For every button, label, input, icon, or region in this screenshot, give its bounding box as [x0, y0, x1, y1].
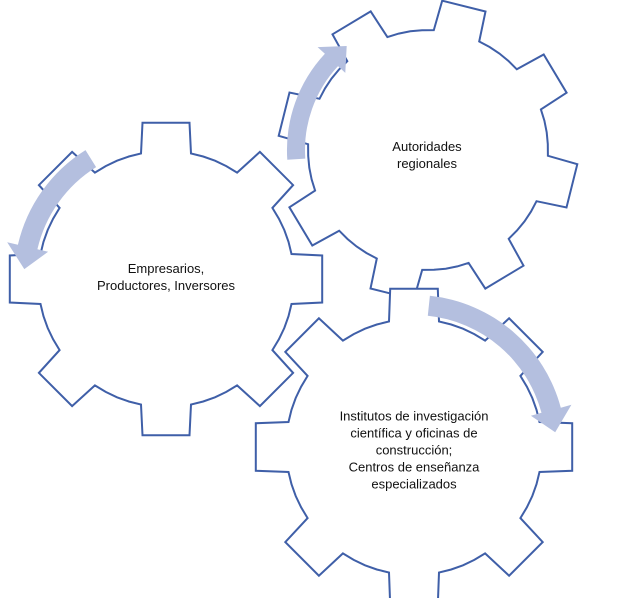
gear-label-line: Productores, Inversores: [96, 278, 236, 293]
gear-label-empresarios: Empresarios, Productores, Inversores: [97, 260, 235, 294]
gear-label-line: especializados: [371, 476, 457, 492]
gear-autoridades: [277, 0, 579, 301]
gear-label-autoridades: Autoridades regionales: [392, 138, 461, 172]
gear-empresarios: [8, 121, 324, 437]
arrow-top-gear: [286, 46, 347, 160]
gear-label-line: construcción;: [375, 442, 453, 458]
gear-label-line: Autoridades: [392, 139, 462, 154]
gear-label-line: Centros de enseñanza: [348, 459, 480, 475]
gear-label-line: Institutos de investigación: [339, 408, 489, 424]
arrow-left-gear: [7, 150, 97, 270]
gear-label-line: científica y oficinas de: [350, 425, 478, 441]
gear-label-line: Empresarios,: [127, 261, 205, 276]
gear-label-institutos: Institutos de investigación científica y…: [340, 408, 489, 493]
gear-label-line: regionales: [396, 156, 457, 171]
arrow-bottom-gear: [427, 295, 572, 433]
